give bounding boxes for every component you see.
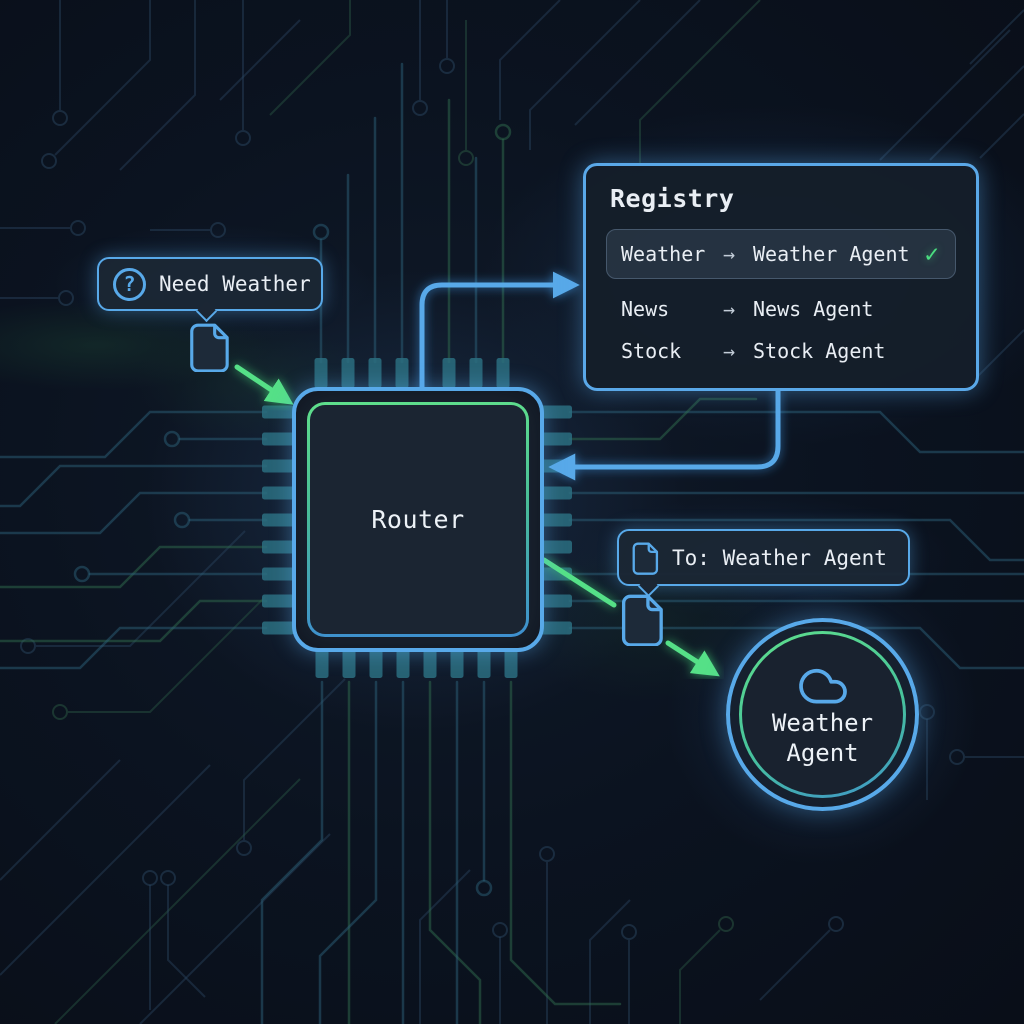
registry-key: Stock <box>621 339 682 363</box>
registry-row-stock: Stock → Stock Agent <box>606 330 956 372</box>
registry-row-weather: Weather → Weather Agent ✓ <box>606 229 956 279</box>
check-icon: ✓ <box>924 240 939 268</box>
document-icon <box>621 594 663 646</box>
need-weather-bubble: ? Need Weather <box>97 257 323 322</box>
router-inner-ring: Router <box>307 402 529 637</box>
weather-agent-inner-ring: Weather Agent <box>739 631 906 798</box>
weather-agent-label: Weather Agent <box>772 708 873 768</box>
registry-key: Weather <box>621 242 706 266</box>
arrow-right-icon: → <box>723 242 736 266</box>
registry-row-news: News → News Agent <box>606 288 956 330</box>
connector-arrows <box>0 271 781 677</box>
cloud-icon <box>798 668 847 703</box>
registry-agent: Stock Agent <box>753 339 886 363</box>
router-label: Router <box>371 505 465 534</box>
question-mark-icon: ? <box>113 267 146 301</box>
registry-agent: Weather Agent <box>753 242 910 266</box>
registry-panel: Registry Weather → Weather Agent ✓ News … <box>583 163 979 391</box>
to-weather-agent-bubble: To: Weather Agent <box>617 529 910 597</box>
registry-agent: News Agent <box>753 297 874 321</box>
registry-title: Registry <box>610 184 735 213</box>
weather-agent-node: Weather Agent <box>726 618 919 811</box>
weather-agent-label-line2: Agent <box>786 738 859 767</box>
router-node: Router <box>292 387 544 652</box>
router-to-document-line <box>541 557 617 608</box>
chip-pins <box>0 62 1024 1024</box>
arrow-right-icon: → <box>723 339 736 363</box>
arrow-right-icon: → <box>723 297 736 321</box>
weather-agent-label-line1: Weather <box>771 708 874 737</box>
need-weather-label: Need Weather <box>159 272 311 296</box>
registry-to-router-arrow <box>548 388 781 481</box>
document-to-agent-arrow <box>665 640 720 677</box>
to-weather-agent-label: To: Weather Agent <box>672 545 887 570</box>
document-icon <box>632 542 659 575</box>
router-to-registry-arrow <box>419 271 580 395</box>
registry-key: News <box>621 297 670 321</box>
document-icon <box>190 323 229 372</box>
message-to-router-arrow <box>234 364 294 405</box>
